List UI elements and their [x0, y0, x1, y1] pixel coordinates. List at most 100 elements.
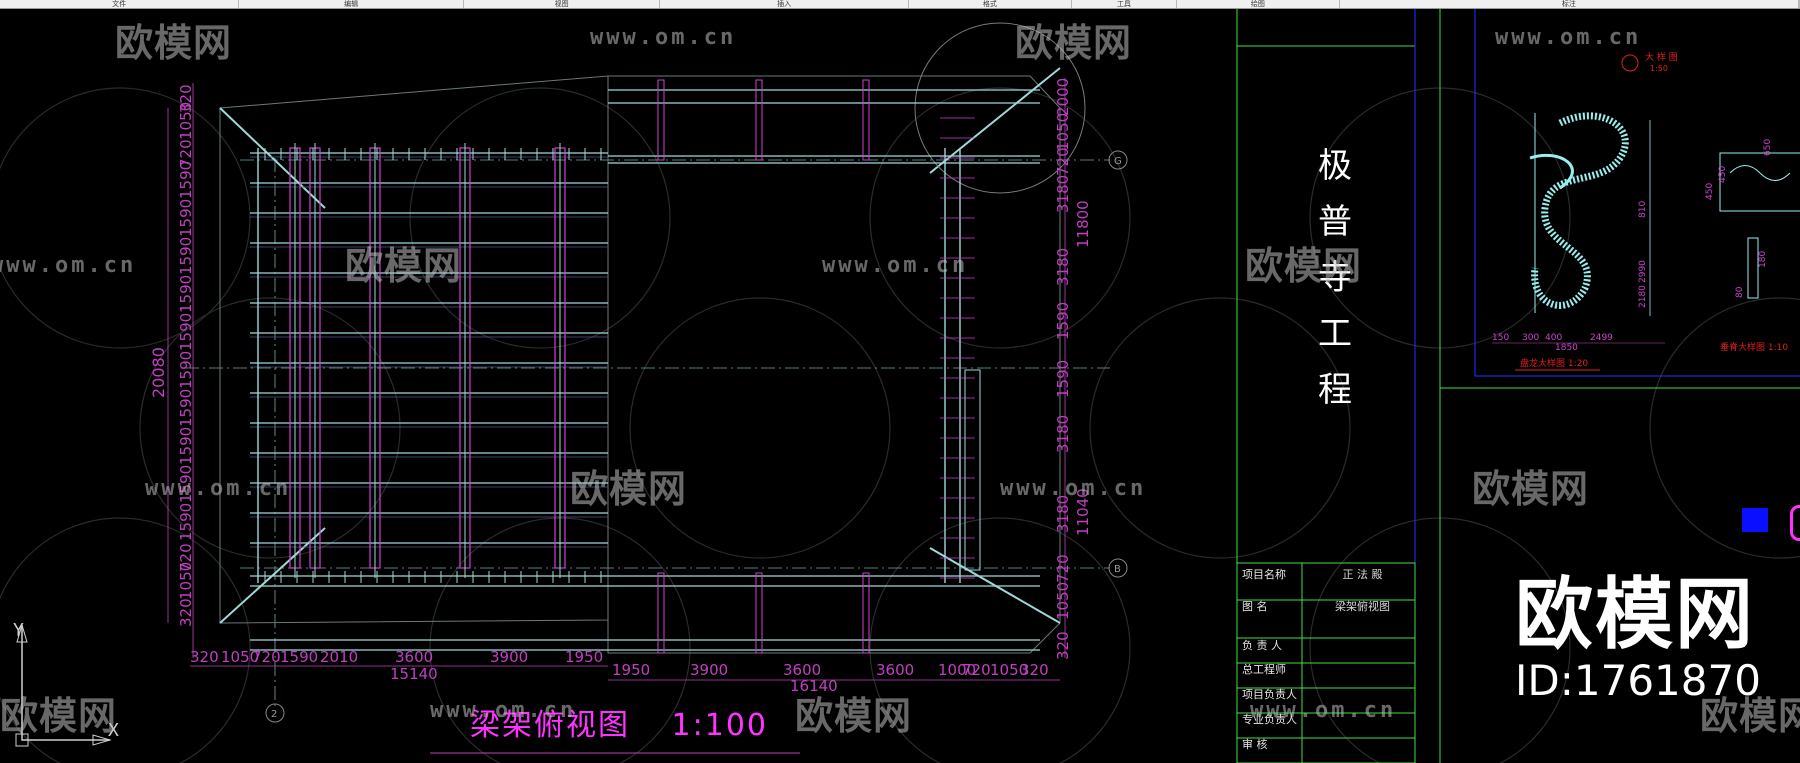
detail-dim-text: 810: [1638, 201, 1648, 218]
watermark-circle: [409, 87, 671, 349]
rafter-end: [657, 572, 665, 654]
title-block-key: 项目负责人: [1242, 688, 1297, 701]
drawing-scale: 1:100: [671, 708, 769, 743]
grid-bubble-label: B: [1114, 564, 1121, 575]
menu-tab[interactable]: 编辑: [239, 0, 465, 8]
menu-tab[interactable]: 格式: [909, 0, 1072, 8]
detail-bubble: [1621, 54, 1639, 72]
watermark-circle: [1649, 297, 1800, 559]
detail-dim-text: 2990: [1638, 260, 1648, 283]
left-dim-text: 1050: [177, 562, 195, 600]
bottom-dim-text: 720: [252, 648, 281, 666]
title-block-key: 审 核: [1242, 738, 1268, 751]
detail-dim-text: 450: [1718, 166, 1728, 183]
ridge-post: [1747, 237, 1759, 299]
project-title-char: 普: [1318, 202, 1352, 242]
title-block-value: 正 法 殿: [1342, 568, 1383, 581]
left-dim-text: 1590: [177, 237, 195, 275]
right-total-text: 11040: [1074, 488, 1092, 536]
drawing-title-text: 梁架俯视图: [470, 708, 630, 743]
title-block-key: 专业负责人: [1242, 713, 1297, 726]
detail-dim-text: 80: [1735, 286, 1745, 298]
detail-caption: 垂脊大样图 1:10: [1720, 341, 1788, 353]
right-total-text: 11800: [1074, 200, 1092, 248]
left-dim-text: 1590: [177, 313, 195, 351]
ridge-ornament: [1729, 165, 1791, 181]
hip-rafter: [929, 67, 1061, 174]
ucs-y-label: Y: [13, 620, 24, 641]
title-block-row: 专业负责人: [1240, 706, 1415, 732]
bottom-dim-text: 3900: [690, 661, 728, 679]
layer-color-swatch[interactable]: [1742, 508, 1768, 532]
bottom-dim-text: 3900: [490, 648, 528, 666]
title-block-grid: [1236, 562, 1416, 763]
detail-dim-text: 2499: [1590, 333, 1613, 343]
rafter-end: [755, 572, 763, 654]
right-dim-text: 720: [1054, 147, 1072, 176]
dimension-texts: 3201050720159015901590159015901590159015…: [149, 78, 1092, 754]
right-dim-text: 720: [1054, 554, 1072, 583]
menu-tab[interactable]: 标注: [1340, 0, 1799, 8]
project-title-vertical: 极普寺工程: [1310, 138, 1360, 418]
brand-id-text: ID:1761870: [1515, 656, 1761, 705]
roof-outline: [219, 75, 609, 624]
detail-dim-text: 150: [1492, 333, 1509, 343]
project-title-char: 寺: [1318, 258, 1352, 298]
watermark-circle: [629, 297, 891, 559]
title-block-row: 总工程师: [1240, 656, 1415, 682]
left-dim-text: 1590: [177, 161, 195, 199]
bottom-dim-text: 3600: [783, 661, 821, 679]
watermark-circle: [139, 297, 401, 559]
left-dim-text: 720: [177, 139, 195, 168]
bottom-dim-text: 1950: [612, 661, 650, 679]
grid-bubble: [1108, 150, 1128, 170]
grid-bubble-label: G: [1114, 156, 1122, 167]
left-dim-text: 720: [177, 543, 195, 572]
left-dim-text: 1590: [177, 503, 195, 541]
right-dim-text: 3180: [1054, 175, 1072, 213]
menu-tab[interactable]: 工具: [1072, 0, 1178, 8]
menu-tab[interactable]: 视图: [464, 0, 661, 8]
cad-drawing-canvas[interactable]: GB2 320105072015901590159015901590159015…: [0, 8, 1800, 763]
title-block-row: 负 责 人: [1240, 632, 1415, 658]
title-block-value: 梁架俯视图: [1335, 600, 1390, 613]
project-title-char: 程: [1318, 370, 1352, 410]
detail-dim-text: 650: [1763, 139, 1773, 156]
right-dim-text: 1050: [1054, 113, 1072, 151]
drawing-title: 梁架俯视图 1:100: [470, 700, 768, 744]
bottom-dim-text: 320: [190, 648, 219, 666]
left-dim-text: 1590: [177, 389, 195, 427]
menu-tab[interactable]: 文件: [0, 0, 240, 8]
brand-logo-text: 欧模网: [1515, 570, 1756, 660]
rafter-end: [657, 79, 665, 161]
right-dim-text: 1590: [1054, 302, 1072, 340]
right-dim-text: 1590: [1054, 360, 1072, 398]
title-block-key: 图 名: [1242, 600, 1268, 613]
bottom-dim-text: 320: [1020, 661, 1049, 679]
left-dim-text: 320: [177, 598, 195, 627]
bottom-total-text: 15140: [390, 665, 438, 683]
right-dim-text: 1050: [1054, 582, 1072, 620]
detail-dim-text: 1850: [1555, 343, 1578, 353]
left-dim-text: 320: [177, 84, 195, 113]
detail-caption: 盘龙大样图 1:20: [1520, 357, 1588, 369]
menu-tab[interactable]: 插入: [660, 0, 910, 8]
left-dim-text: 1590: [177, 465, 195, 503]
right-dim-text: 2000: [1054, 78, 1072, 116]
left-dim-text: 1590: [177, 351, 195, 389]
title-block-key: 负 责 人: [1242, 639, 1282, 652]
left-dim-text: 1590: [177, 427, 195, 465]
grid-bubble: [265, 703, 285, 723]
hip-rafter: [219, 107, 326, 209]
detail-dim-text: 2180: [1638, 285, 1648, 308]
project-title-char: 工: [1318, 314, 1352, 354]
watermark-circle: [0, 87, 251, 349]
right-dim-text: 3180: [1054, 415, 1072, 453]
brand-watermark: 欧模网 ID:1761870: [1515, 575, 1761, 705]
bottom-dim-text: 1590: [280, 648, 318, 666]
left-dim-text: 1050: [177, 102, 195, 140]
title-block-row: 图 名 梁架俯视图: [1240, 593, 1415, 619]
command-indicator[interactable]: [1790, 505, 1800, 541]
menu-tab[interactable]: 绘图: [1177, 0, 1340, 8]
